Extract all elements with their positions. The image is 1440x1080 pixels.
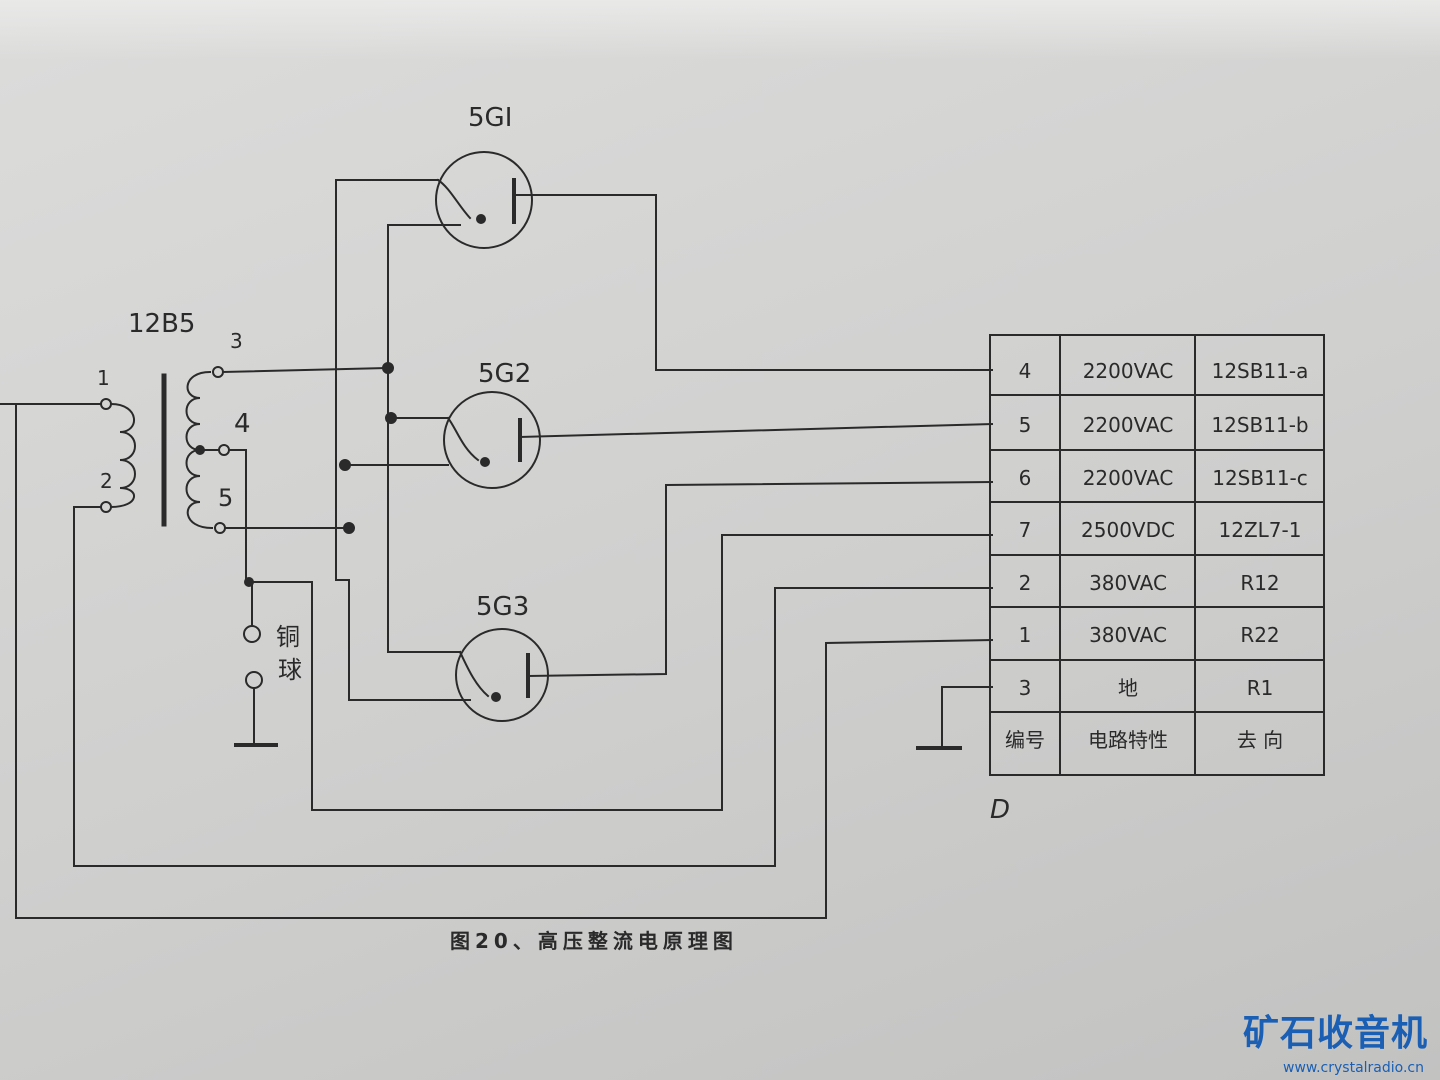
tube-5g1-cathode — [476, 214, 486, 224]
table-cell-characteristic: 2200VAC — [1083, 466, 1174, 490]
wire-terminal-4 — [228, 449, 993, 811]
copper-ball-char-2: 球 — [278, 656, 302, 684]
tube-5g3-cathode — [491, 692, 501, 702]
table-cell-id: 2 — [1019, 571, 1032, 595]
tube-5g1-envelope — [435, 151, 533, 249]
wire-terminal-3 — [221, 366, 390, 374]
watermark-url: www.crystalradio.cn — [1283, 1060, 1424, 1076]
table-cell-destination: 12SB11-b — [1211, 413, 1308, 437]
spark-ball-lower — [245, 671, 263, 689]
rail-right — [387, 224, 461, 653]
transformer-label: 12B5 — [128, 309, 195, 339]
table-cell-destination: R12 — [1240, 571, 1279, 595]
table-cell-destination: R1 — [1247, 676, 1274, 700]
table-cell-characteristic: 380VAC — [1089, 623, 1167, 647]
table-header-destination: 去 向 — [1237, 728, 1283, 752]
table-header-id: 编号 — [1005, 728, 1045, 752]
connector-table-text: 4 2200VAC 12SB11-a 5 2200VAC 12SB11-b 6 2200VAC… — [1005, 359, 1309, 752]
table-cell-destination: 12ZL7-1 — [1219, 518, 1302, 542]
wire-5g1-anode — [513, 194, 993, 371]
terminal-3 — [212, 366, 224, 378]
table-cell-characteristic: 地 — [1118, 676, 1138, 700]
table-cell-destination: 12SB11-c — [1212, 466, 1308, 490]
wire-5g2-anode — [518, 422, 994, 439]
spark-ball-upper — [243, 625, 261, 643]
tube-5g2-envelope — [443, 391, 541, 489]
table-cell-id: 5 — [1019, 413, 1032, 437]
table-cell-characteristic: 2500VDC — [1081, 518, 1175, 542]
table-cell-id: 3 — [1019, 676, 1032, 700]
table-cell-id: 7 — [1019, 518, 1032, 542]
tube-5g3-label: 5G3 — [476, 592, 529, 622]
wire-outer-loop — [15, 403, 994, 919]
wire-terminal-2 — [73, 506, 993, 867]
table-cell-characteristic: 2200VAC — [1083, 413, 1174, 437]
pin-label-5: 5 — [218, 484, 233, 512]
table-cell-destination: R22 — [1240, 623, 1279, 647]
copper-ball-char-1: 铜 — [276, 623, 300, 651]
table-cell-destination: 12SB11-a — [1212, 359, 1309, 383]
junction-d — [343, 522, 355, 534]
figure-caption: 图20、高压整流电原理图 — [450, 929, 738, 953]
pin-label-2: 2 — [100, 469, 113, 493]
wire-5g3-anode — [526, 480, 994, 678]
table-cell-id: 1 — [1019, 623, 1032, 647]
tube-5g1-label: 5GI — [468, 103, 512, 133]
table-cell-id: 4 — [1019, 359, 1032, 383]
pin-label-4: 4 — [234, 409, 251, 439]
junction-a — [382, 362, 394, 374]
wire-ground-conn — [941, 686, 993, 747]
terminal-5 — [214, 522, 226, 534]
table-cell-characteristic: 2200VAC — [1083, 359, 1174, 383]
pin-label-1: 1 — [97, 366, 110, 390]
junction-c — [339, 459, 351, 471]
tube-5g1-filament — [436, 178, 472, 220]
rail-left — [335, 179, 471, 701]
pin-label-3: 3 — [230, 329, 243, 353]
tube-5g3-filament — [458, 650, 490, 698]
tube-5g2-cathode — [480, 457, 490, 467]
terminal-1 — [100, 398, 112, 410]
tube-5g2-filament — [446, 416, 480, 462]
connector-letter: D — [990, 795, 1010, 825]
terminal-2 — [100, 501, 112, 513]
tube-5g2-label: 5G2 — [478, 359, 531, 389]
junction-b — [385, 412, 397, 424]
connector-table-grid — [989, 334, 1325, 776]
primary-coil — [109, 402, 136, 509]
table-header-characteristic: 电路特性 — [1088, 728, 1168, 752]
table-cell-characteristic: 380VAC — [1089, 571, 1167, 595]
watermark-title: 矿石收音机 — [1242, 1013, 1428, 1054]
terminal-4 — [218, 444, 230, 456]
page-edge-shadow — [0, 0, 1440, 60]
center-tap-dot — [195, 445, 205, 455]
table-cell-id: 6 — [1019, 466, 1032, 490]
